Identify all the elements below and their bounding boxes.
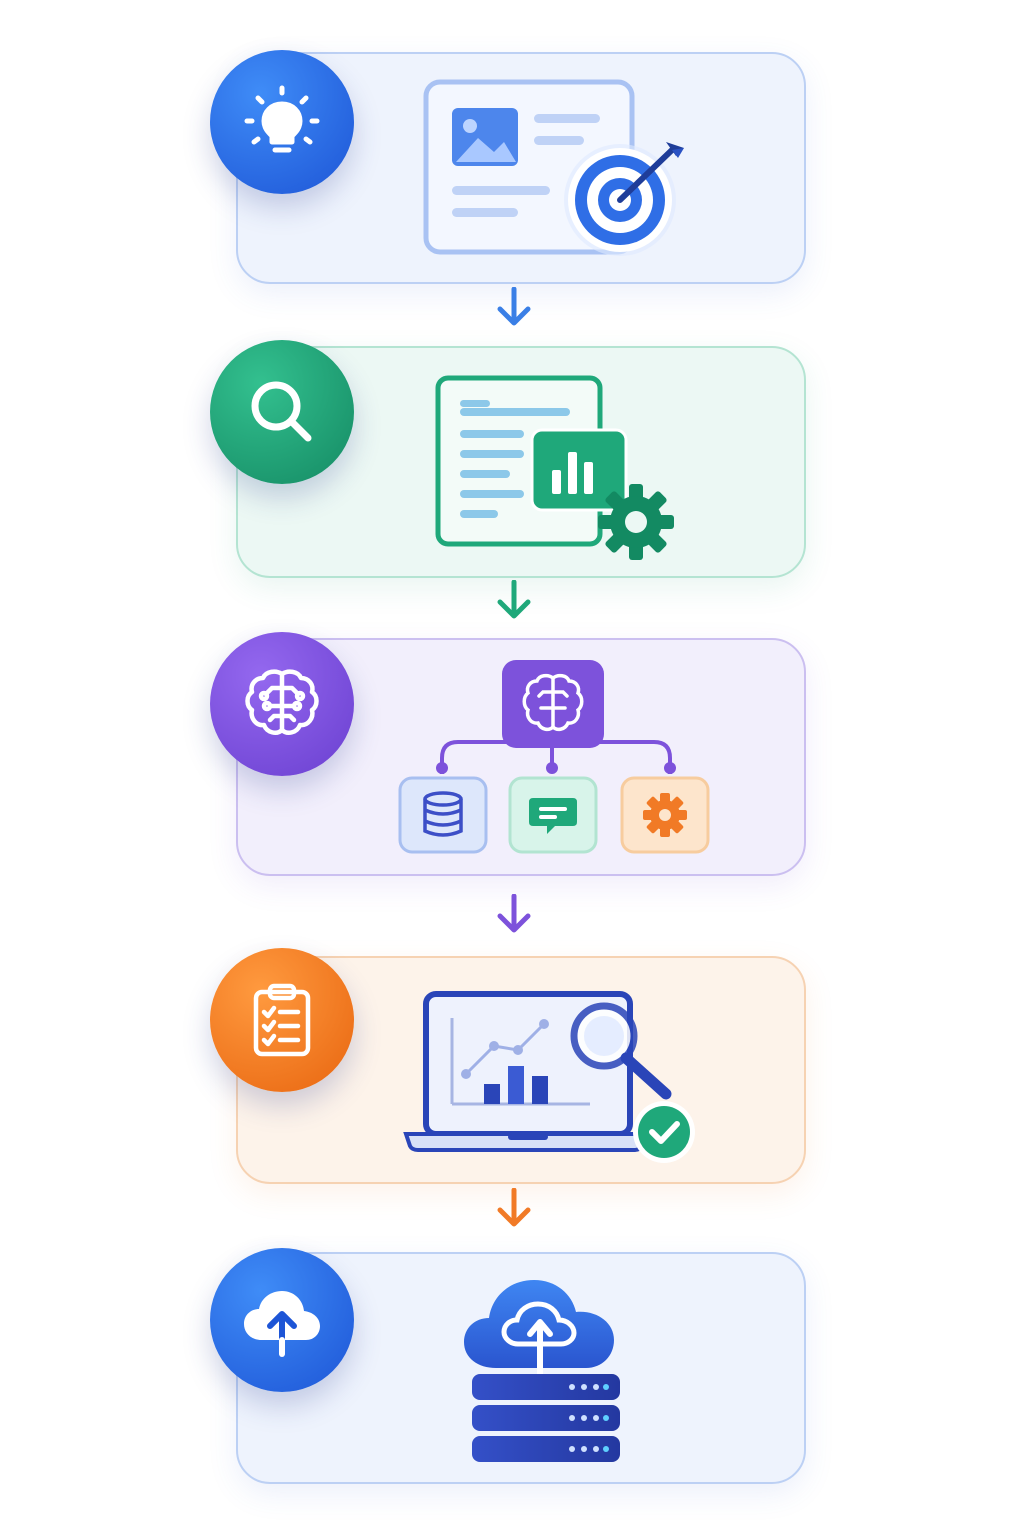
clipboard-checklist-icon [253, 983, 311, 1057]
stage-4-badge [210, 948, 354, 1092]
flow-arrow-4 [497, 1188, 531, 1227]
cloud-server-icon [460, 1272, 636, 1468]
lightbulb-icon [244, 85, 320, 153]
brain-network-icon [396, 658, 716, 858]
flow-arrow-2 [497, 580, 531, 619]
brain-icon [245, 669, 319, 735]
stage-3-badge [210, 632, 354, 776]
flow-arrow-1 [497, 287, 531, 326]
report-chart-gear-icon [430, 372, 680, 562]
laptop-analytics-icon [403, 990, 704, 1168]
cloud-upload-icon [244, 1291, 320, 1357]
stage-2-badge [210, 340, 354, 484]
flow-arrow-3 [497, 894, 531, 933]
stage-5-badge [210, 1248, 354, 1392]
magnifier-icon [251, 381, 312, 442]
content-target-icon [420, 78, 690, 263]
stage-1-badge [210, 50, 354, 194]
